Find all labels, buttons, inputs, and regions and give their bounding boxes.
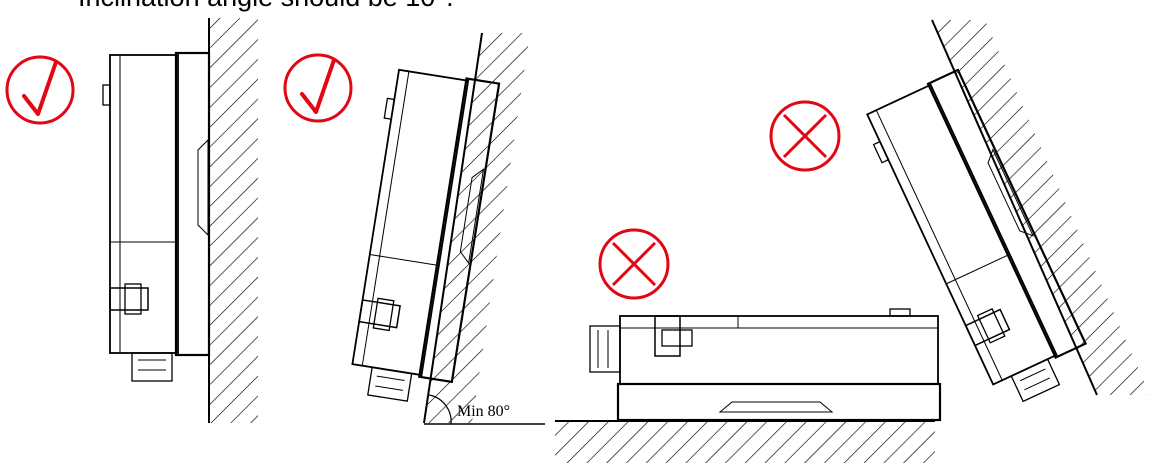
angle-label: Min 80° (457, 403, 510, 420)
inverter-vertical (102, 51, 211, 382)
panel-horizontal-mount (555, 228, 942, 463)
panel-tilted-back-mount: Min 80° (283, 32, 545, 425)
check-circle-icon (283, 53, 353, 123)
angle-indicator: Min 80° (424, 394, 545, 425)
wall-tilted-forward (931, 19, 1150, 396)
wall-vertical (208, 18, 258, 423)
cross-circle-icon (598, 228, 670, 300)
panel-vertical-mount (5, 18, 258, 423)
cross-circle-icon (769, 100, 841, 172)
panel-tilted-forward-mount (769, 19, 1150, 403)
check-circle-icon (5, 55, 75, 125)
inverter-tilted-forward (866, 68, 1088, 403)
caption: Inclination angle should be 10°. (78, 0, 454, 11)
inverter-horizontal (589, 308, 942, 422)
inverter-tilted-back (351, 68, 501, 402)
floor-ground (555, 420, 935, 463)
